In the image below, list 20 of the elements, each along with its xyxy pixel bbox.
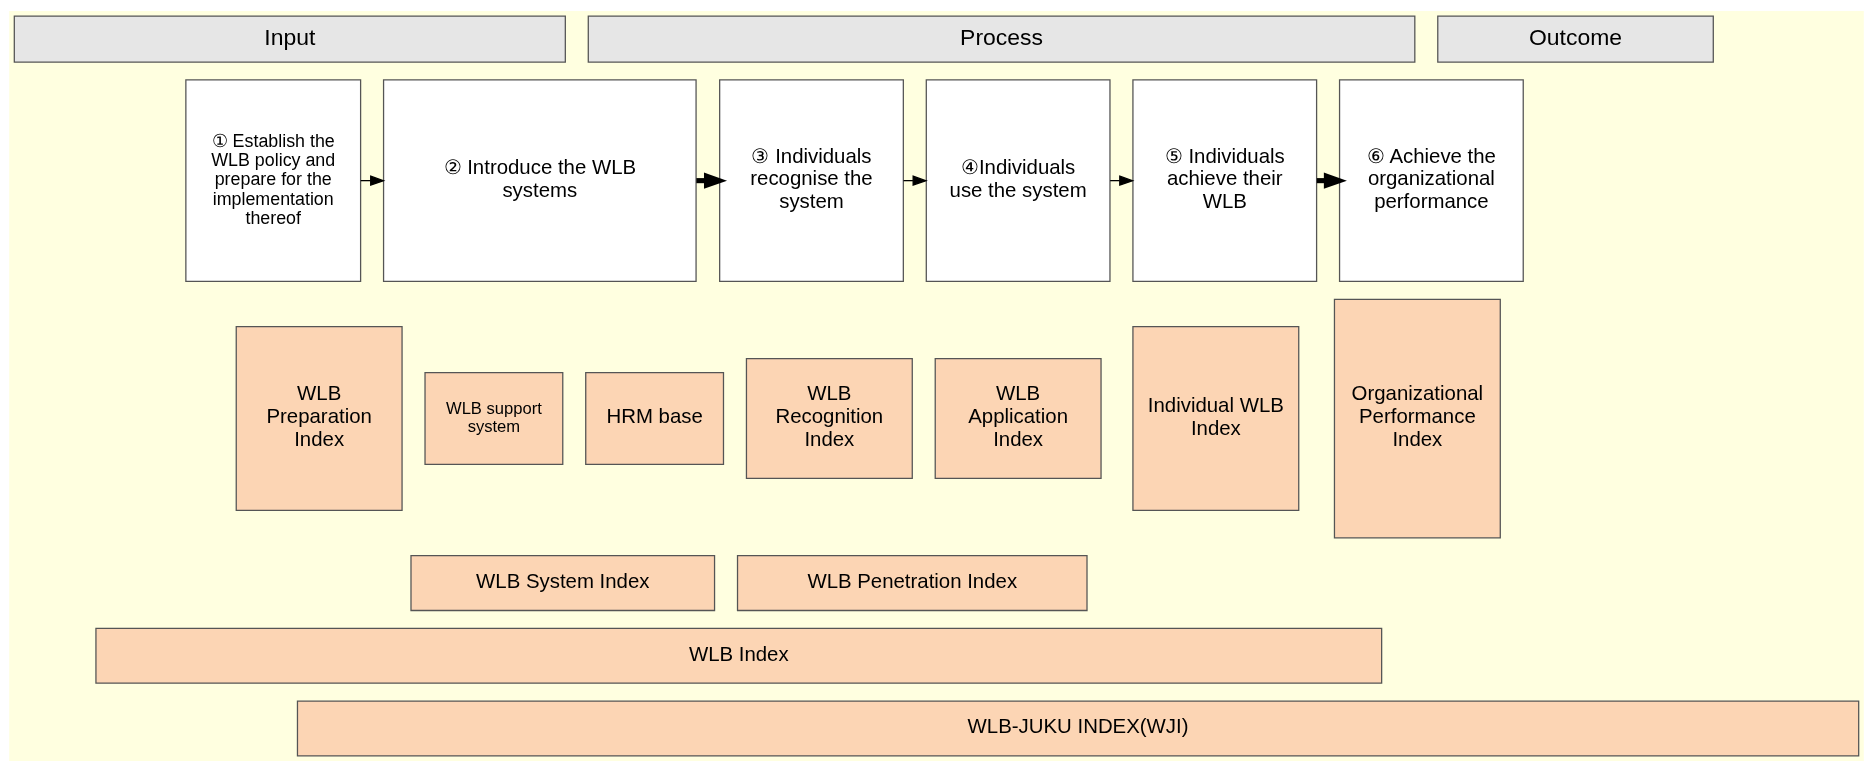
node-box: Input <box>13 15 566 63</box>
node-box: WLB Application Index <box>934 357 1102 480</box>
node-box: WLB Recognition Index <box>745 357 913 480</box>
node-box: WLB System Index <box>409 555 715 612</box>
node-box: ⑥ Achieve the organizational performance <box>1338 79 1524 283</box>
node-box: ③ Individuals recognise the system <box>718 79 904 283</box>
node-box: ⑤ Individuals achieve their WLB <box>1131 79 1317 283</box>
node-box: WLB support system <box>423 371 563 466</box>
node-box: WLB Penetration Index <box>736 555 1088 612</box>
node-box: ④Individuals use the system <box>925 79 1111 283</box>
node-box: ① Establish the WLB policy and prepare for the implementation thereof <box>184 79 361 283</box>
node-box: Process <box>587 15 1415 63</box>
node-box: Organizational Performance Index <box>1333 298 1501 539</box>
node-box: Individual WLB Index <box>1131 326 1299 511</box>
node-box: WLB-JUKU INDEX(WJI) <box>296 700 1859 757</box>
node-box: WLB Index <box>94 627 1382 684</box>
node-box: HRM base <box>584 371 724 466</box>
node-box: ② Introduce the WLB systems <box>382 79 697 283</box>
node-box: WLB Preparation Index <box>235 326 403 511</box>
node-box: Outcome <box>1436 15 1714 63</box>
